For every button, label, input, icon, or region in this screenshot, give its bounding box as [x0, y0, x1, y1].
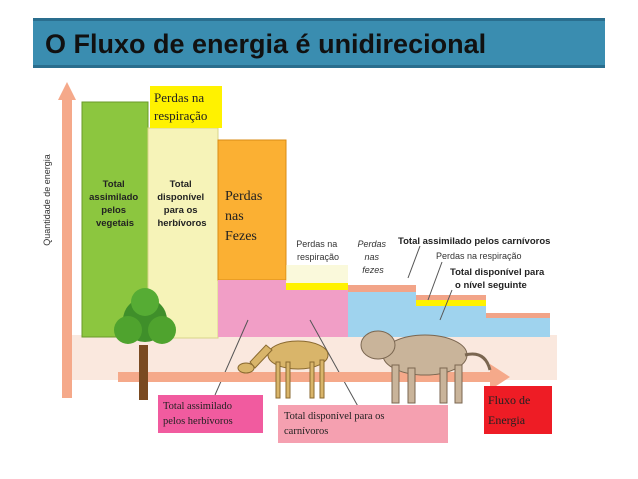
- band-salmon-step5: [486, 313, 550, 318]
- block-blue-step3: [348, 290, 416, 337]
- block-pink-step2: [286, 290, 348, 337]
- y-axis: Quantidade de energia: [42, 82, 76, 398]
- label-perdas-respiracao-mid: Perdas na respiração: [296, 239, 340, 262]
- y-axis-bar: [62, 98, 72, 398]
- band-salmon-step3: [348, 285, 416, 292]
- label-total-assimilado-carnivoros: Total assimilado pelos carnívoros: [398, 236, 550, 247]
- y-axis-arrowhead: [58, 82, 76, 100]
- pointer-2: [428, 262, 442, 300]
- block-blue-step5: [486, 318, 550, 337]
- block-pink-left: [218, 280, 286, 337]
- block-blue-step4: [416, 305, 486, 337]
- y-axis-label: Quantidade de energia: [42, 154, 52, 246]
- band-salmon-step4: [416, 295, 486, 300]
- band-yellow-step2: [286, 283, 348, 290]
- pointer-1: [408, 246, 420, 278]
- label-perdas-respiracao-right: Perdas na respiração: [436, 251, 522, 261]
- band-yellow-step4: [416, 300, 486, 306]
- label-perdas-fezes-small: Perdas nas fezes: [357, 239, 388, 275]
- label-total-disponivel-nivel: Total disponível para o nível seguinte: [450, 267, 547, 291]
